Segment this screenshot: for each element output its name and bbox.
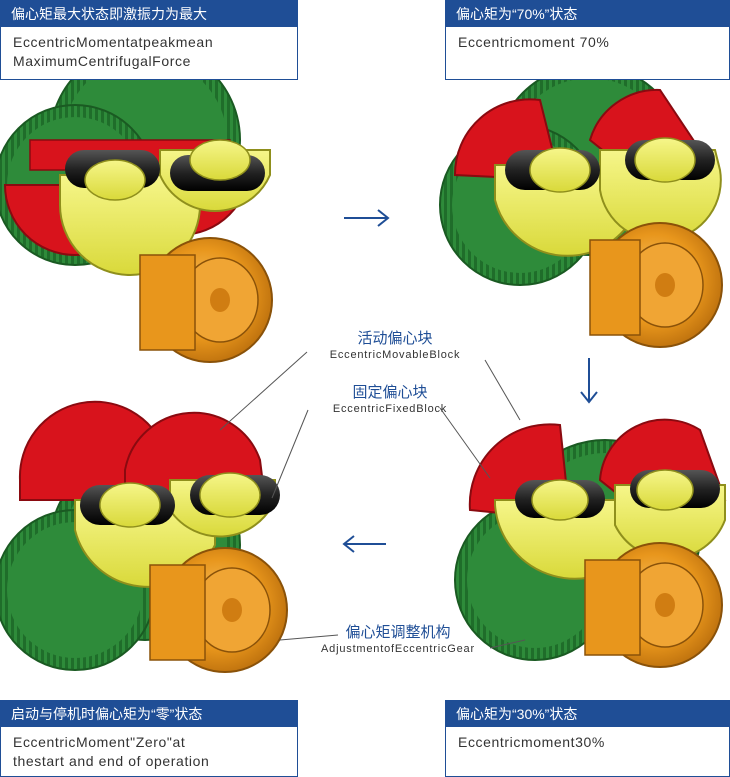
panel-line: thestart and end of operation <box>13 753 210 769</box>
panel-line: EccentricMoment"Zero"at <box>13 734 186 750</box>
leader-lines <box>219 351 526 649</box>
label-zh: 偏心矩调整机构 <box>345 624 451 641</box>
assembly-top-left <box>0 44 273 363</box>
panel-zero-state: 启动与停机时偏心矩为“零”状态 EccentricMoment"Zero"at … <box>0 700 298 777</box>
panel-70-state: 偏心矩为“70%”状态 Eccentricmoment 70% <box>445 0 730 80</box>
panel-line: Eccentricmoment30% <box>458 734 605 750</box>
panel-title: 启动与停机时偏心矩为“零”状态 <box>1 701 297 727</box>
label-adjustment-gear: 偏心矩调整机构 AdjustmentofEccentricGear <box>298 624 498 656</box>
label-zh: 固定偏心块 <box>352 384 428 401</box>
arrow-right <box>344 209 390 227</box>
assembly-bottom-right <box>454 418 727 668</box>
panel-line: MaximumCentrifugalForce <box>13 53 191 69</box>
label-en: EccentricMovableBlock <box>329 349 461 361</box>
panel-title: 偏心矩为“30%”状态 <box>446 701 729 727</box>
arrow-down <box>580 358 598 404</box>
label-zh: 活动偏心块 <box>357 330 433 347</box>
label-en: AdjustmentofEccentricGear <box>321 643 475 655</box>
assembly-bottom-left <box>0 400 288 673</box>
label-fixed-block: 固定偏心块 EccentricFixedBlock <box>300 384 480 416</box>
panel-title: 偏心矩最大状态即激振力为最大 <box>1 1 297 27</box>
label-movable-block: 活动偏心块 EccentricMovableBlock <box>300 330 490 362</box>
label-en: EccentricFixedBlock <box>332 403 448 415</box>
panel-line: EccentricMomentatpeakmean <box>13 34 214 50</box>
assembly-top-right <box>439 64 723 348</box>
panel-title: 偏心矩为“70%”状态 <box>446 1 729 27</box>
panel-30-state: 偏心矩为“30%”状态 Eccentricmoment30% <box>445 700 730 777</box>
panel-max-state: 偏心矩最大状态即激振力为最大 EccentricMomentatpeakmean… <box>0 0 298 80</box>
panel-line: Eccentricmoment 70% <box>458 34 610 50</box>
arrow-left <box>342 535 386 553</box>
